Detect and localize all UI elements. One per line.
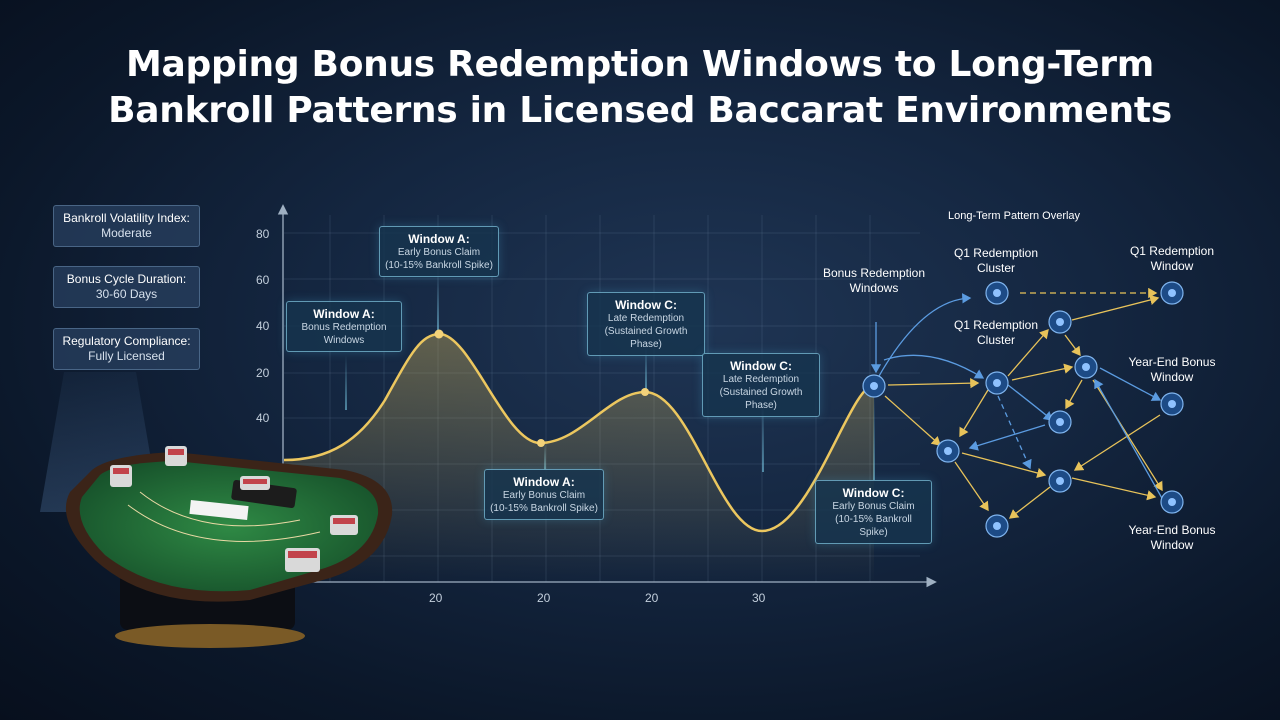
x-tick-label: 20 <box>645 591 659 605</box>
callout-title: Window A: <box>408 232 470 246</box>
callout-window-c-late-2: Window C: Late Redemption (Sustained Gro… <box>702 353 820 417</box>
title-line-2: Bankroll Patterns in Licensed Baccarat E… <box>108 90 1172 131</box>
network-label-year-end-top: Year-End Bonus Window <box>1128 355 1216 384</box>
y-tick-label: 80 <box>256 227 270 241</box>
data-point-trough-1 <box>537 439 545 447</box>
callout-subtitle: Late Redemption <box>607 313 685 324</box>
volatility-index-value: Moderate <box>101 226 152 240</box>
callout-window-a-redemption: Window A: Bonus Redemption Windows <box>286 301 402 352</box>
network-label-q1-cluster: Q1 Redemption Cluster <box>953 318 1039 347</box>
callout-title: Window A: <box>313 307 375 321</box>
network-label-year-end-bottom: Year-End Bonus Window <box>1128 523 1216 552</box>
callout-subtitle: Early Bonus Claim <box>832 501 915 512</box>
x-tick-label: 20 <box>537 591 551 605</box>
network-edges <box>870 287 1164 519</box>
callout-title: Window A: <box>513 475 575 489</box>
bonus-cycle-box: Bonus Cycle Duration: 30-60 Days <box>53 266 200 308</box>
regulatory-compliance-value: Fully Licensed <box>88 349 165 363</box>
callout-title: Window C: <box>842 486 905 500</box>
page-title: Mapping Bonus Redemption Windows to Long… <box>0 42 1280 134</box>
callout-subtitle: Bonus Redemption <box>301 322 387 333</box>
series-line <box>283 332 875 533</box>
bonus-cycle-label: Bonus Cycle Duration: <box>66 272 187 286</box>
callout-detail: (10-15% Bankroll Spike) <box>490 503 598 514</box>
network-label-q1-cluster-top: Q1 Redemption Cluster <box>953 246 1039 275</box>
y-tick-label: 60 <box>256 273 270 287</box>
callout-detail: (Sustained Growth Phase) <box>719 387 803 411</box>
callout-detail: (Sustained Growth Phase) <box>604 326 688 350</box>
callout-subtitle: Late Redemption <box>722 374 800 385</box>
callout-subtitle: Early Bonus Claim <box>397 247 481 258</box>
y-tick-label: 40 <box>256 411 270 425</box>
y-tick-label: 40 <box>256 319 270 333</box>
volatility-index-label: Bankroll Volatility Index: <box>63 211 190 225</box>
bonus-cycle-value: 30-60 Days <box>95 287 158 301</box>
callout-window-c-early: Window C: Early Bonus Claim (10-15% Bank… <box>815 480 932 544</box>
data-point-peak-2 <box>641 388 649 396</box>
callout-title: Window C: <box>615 298 677 312</box>
volatility-index-box: Bankroll Volatility Index: Moderate <box>53 205 200 247</box>
callout-window-a-early-2: Window A: Early Bonus Claim (10-15% Bank… <box>484 469 604 520</box>
callout-detail: Windows <box>323 335 365 346</box>
y-tick-label: 20 <box>256 366 270 380</box>
callout-title: Window C: <box>730 359 792 373</box>
callout-window-a-early: Window A: Early Bonus Claim (10-15% Bank… <box>379 226 499 277</box>
callout-detail: (10-15% Bankroll Spike) <box>385 260 493 271</box>
callout-subtitle: Early Bonus Claim <box>502 490 586 501</box>
network-nodes <box>862 281 1184 538</box>
regulatory-compliance-box: Regulatory Compliance: Fully Licensed <box>53 328 200 370</box>
callout-window-c-late-1: Window C: Late Redemption (Sustained Gro… <box>587 292 705 356</box>
x-tick-label: 20 <box>429 591 443 605</box>
network-label-bonus-redemption: Bonus Redemption Windows <box>822 266 926 295</box>
x-tick-label: 30 <box>752 591 766 605</box>
regulatory-compliance-label: Regulatory Compliance: <box>62 334 191 348</box>
network-title: Long-Term Pattern Overlay <box>948 210 1081 222</box>
callout-detail: (10-15% Bankroll Spike) <box>835 514 912 538</box>
title-line-1: Mapping Bonus Redemption Windows to Long… <box>126 44 1154 85</box>
series-area <box>284 333 874 582</box>
network-label-q1-window: Q1 Redemption Window <box>1129 244 1215 273</box>
data-point-peak-1 <box>434 329 444 339</box>
baccarat-table-illustration <box>65 446 393 648</box>
